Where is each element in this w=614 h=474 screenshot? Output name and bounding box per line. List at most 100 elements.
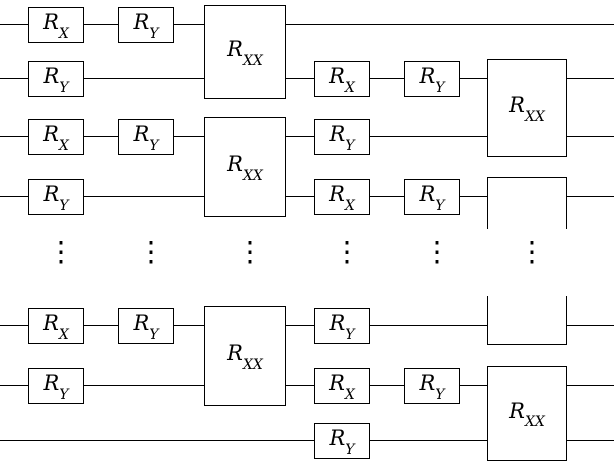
gate-ry: RY — [314, 119, 370, 155]
gate-label-base: R — [43, 122, 59, 147]
gate-label-base: R — [43, 371, 60, 396]
gate-label: RY — [43, 66, 68, 95]
gate-ry: RY — [28, 368, 84, 404]
gate-rxx: RXX — [204, 5, 286, 99]
gate-label-subscript: XX — [242, 356, 263, 373]
vertical-ellipsis: ⋮ — [236, 235, 264, 268]
qubit-wire — [0, 440, 614, 441]
gate-rx: RX — [314, 368, 370, 404]
gate-label-subscript: Y — [149, 326, 159, 343]
gate-label-base: R — [419, 182, 436, 207]
gate-label-subscript: X — [344, 386, 355, 403]
qubit-wire — [0, 78, 614, 79]
gate-label: RX — [43, 122, 69, 153]
gate-label: RY — [43, 371, 68, 402]
gate-label-base: R — [227, 341, 243, 366]
gate-ry: RY — [118, 308, 174, 344]
gate-label: RXX — [227, 152, 263, 183]
gate-label-base: R — [419, 371, 436, 396]
gate-label-base: R — [329, 64, 345, 89]
gate-ry: RY — [118, 7, 174, 43]
gate-rxx: RXX — [204, 306, 286, 406]
gate-ry: RY — [404, 368, 460, 404]
gate-label-base: R — [329, 371, 345, 396]
gate-rx: RX — [28, 119, 84, 155]
gate-label-subscript: XX — [524, 414, 545, 431]
gate-ry: RY — [314, 423, 370, 459]
gate-ry: RY — [118, 119, 174, 155]
gate-label-base: R — [133, 311, 150, 336]
gate-label-base: R — [227, 37, 243, 62]
gate-label-base: R — [227, 152, 243, 177]
gate-label-subscript: Y — [345, 441, 355, 458]
gate-label-subscript: X — [344, 79, 355, 96]
gate-rx: RX — [28, 308, 84, 344]
gate-label: RY — [133, 122, 158, 153]
gate-label: RY — [329, 426, 354, 457]
qubit-wire — [0, 385, 614, 386]
gate-label: RX — [329, 371, 355, 402]
vertical-ellipsis: ⋮ — [518, 235, 546, 268]
gate-label-subscript: Y — [435, 386, 445, 403]
gate-label-subscript: Y — [59, 79, 69, 96]
qubit-wire — [0, 196, 614, 197]
gate-label: RY — [329, 124, 354, 153]
gate-label-subscript: Y — [59, 386, 69, 403]
vertical-ellipsis: ⋮ — [423, 235, 451, 268]
gate-partial — [487, 177, 567, 229]
gate-label-base: R — [329, 311, 346, 336]
gate-label-subscript: Y — [345, 137, 355, 154]
gate-label-base: R — [509, 398, 525, 423]
qubit-wire — [0, 136, 614, 137]
gate-label-subscript: XX — [242, 52, 263, 69]
gate-label-base: R — [329, 426, 346, 451]
gate-label: RY — [329, 311, 354, 342]
gate-label: RX — [43, 313, 69, 342]
gate-label-base: R — [133, 10, 150, 35]
gate-label-subscript: XX — [242, 167, 263, 184]
gate-label: RXX — [509, 93, 545, 124]
gate-label-subscript: X — [344, 197, 355, 214]
gate-ry: RY — [404, 179, 460, 215]
gate-label-subscript: Y — [59, 197, 69, 214]
gate-label-base: R — [509, 93, 525, 118]
gate-label-subscript: Y — [345, 326, 355, 343]
gate-ry: RY — [314, 308, 370, 344]
gate-label: RX — [43, 10, 69, 41]
gate-rxx: RXX — [487, 366, 567, 461]
gate-ry: RY — [404, 61, 460, 97]
gate-label-base: R — [329, 182, 345, 207]
gate-label-subscript: X — [58, 25, 69, 42]
gate-label-base: R — [43, 10, 59, 35]
gate-rxx: RXX — [487, 59, 567, 157]
gate-rx: RX — [28, 7, 84, 43]
gate-label-subscript: Y — [435, 79, 445, 96]
vertical-ellipsis: ⋮ — [137, 235, 165, 268]
gate-label-base: R — [419, 64, 436, 89]
gate-label: RY — [419, 182, 444, 213]
gate-label-subscript: Y — [149, 137, 159, 154]
gate-label: RXX — [227, 341, 263, 372]
vertical-ellipsis: ⋮ — [47, 235, 75, 268]
vertical-ellipsis: ⋮ — [333, 235, 361, 268]
gate-label: RX — [329, 182, 355, 213]
gate-label-subscript: X — [58, 326, 69, 343]
gate-label: RY — [43, 182, 68, 213]
qubit-wire — [0, 24, 614, 25]
gate-label: RY — [133, 10, 158, 41]
gate-ry: RY — [28, 61, 84, 97]
gate-label: RY — [419, 371, 444, 402]
gate-rx: RX — [314, 179, 370, 215]
gate-label: RXX — [509, 398, 545, 429]
gate-label-base: R — [133, 122, 150, 147]
gate-label-subscript: X — [58, 137, 69, 154]
gate-ry: RY — [28, 179, 84, 215]
gate-label: RXX — [227, 37, 263, 68]
qubit-wire — [0, 325, 614, 326]
gate-rx: RX — [314, 61, 370, 97]
gate-label-base: R — [43, 182, 60, 207]
gate-label-subscript: Y — [435, 197, 445, 214]
gate-label-subscript: Y — [149, 25, 159, 42]
gate-label: RY — [133, 311, 158, 342]
